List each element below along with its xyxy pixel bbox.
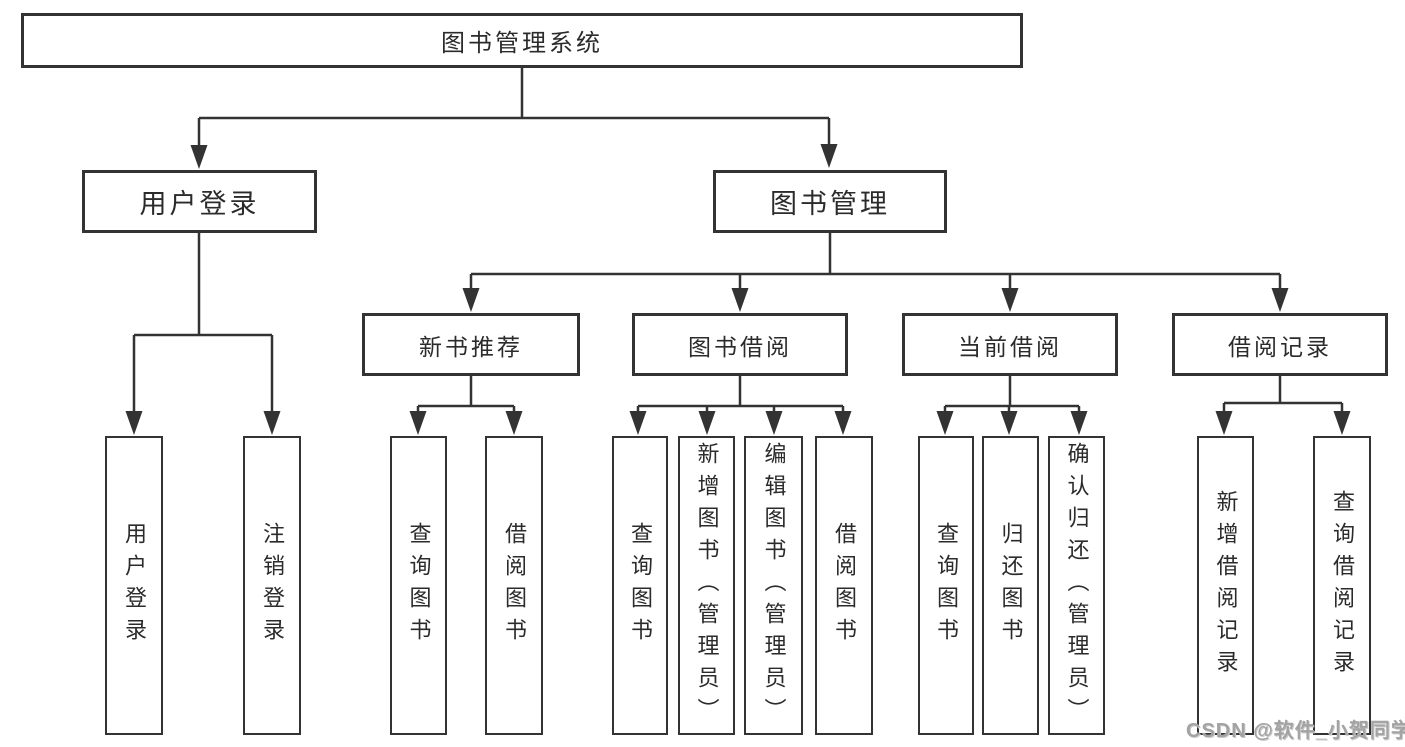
- node-leaf-bb-query-books: 查询图书: [612, 436, 668, 735]
- node-book-management-system: 图书管理系统: [21, 13, 1023, 68]
- node-leaf-nb-borrow-books: 借阅图书: [485, 436, 543, 735]
- leaf-label: 新增图书（管理员）: [694, 441, 720, 730]
- node-leaf-bb-borrow-books: 借阅图书: [815, 436, 873, 735]
- node-book-borrowing: 图书借阅: [632, 313, 848, 376]
- leaf-label: 编辑图书（管理员）: [761, 441, 787, 730]
- node-leaf-br-add-record: 新增借阅记录: [1197, 436, 1254, 735]
- leaf-label: 新增借阅记录: [1213, 489, 1239, 682]
- node-leaf-cb-confirm-return-admin: 确认归还（管理员）: [1048, 436, 1105, 735]
- node-book-management: 图书管理: [713, 170, 947, 233]
- node-user-login: 用户登录: [82, 170, 317, 233]
- leaf-label: 查询图书: [628, 521, 653, 650]
- node-leaf-br-query-record: 查询借阅记录: [1313, 436, 1371, 735]
- leaf-label: 借阅图书: [832, 521, 857, 650]
- node-leaf-logout: 注销登录: [243, 436, 301, 735]
- leaf-label: 查询图书: [934, 521, 959, 650]
- node-borrowing-records: 借阅记录: [1172, 313, 1388, 376]
- leaf-label: 查询借阅记录: [1330, 489, 1355, 682]
- node-new-book-recommend: 新书推荐: [362, 313, 580, 376]
- leaf-label: 用户登录: [122, 521, 147, 650]
- leaf-label: 查询图书: [406, 521, 432, 650]
- node-leaf-nb-query-books: 查询图书: [390, 436, 447, 735]
- node-leaf-user-login: 用户登录: [105, 436, 163, 735]
- node-leaf-bb-edit-books-admin: 编辑图书（管理员）: [744, 436, 803, 735]
- node-leaf-cb-query-books: 查询图书: [918, 436, 974, 735]
- leaf-label: 注销登录: [260, 521, 285, 650]
- leaf-label: 确认归还（管理员）: [1064, 441, 1090, 730]
- node-leaf-bb-add-books-admin: 新增图书（管理员）: [678, 436, 735, 735]
- leaf-label: 归还图书: [998, 521, 1024, 650]
- arrowhead-icons: [125, 144, 1351, 435]
- leaf-label: 借阅图书: [502, 521, 527, 650]
- node-leaf-cb-return-books: 归还图书: [982, 436, 1039, 735]
- node-current-borrowing: 当前借阅: [902, 313, 1118, 376]
- csdn-watermark: CSDN @软件_小贺同学: [1186, 720, 1405, 742]
